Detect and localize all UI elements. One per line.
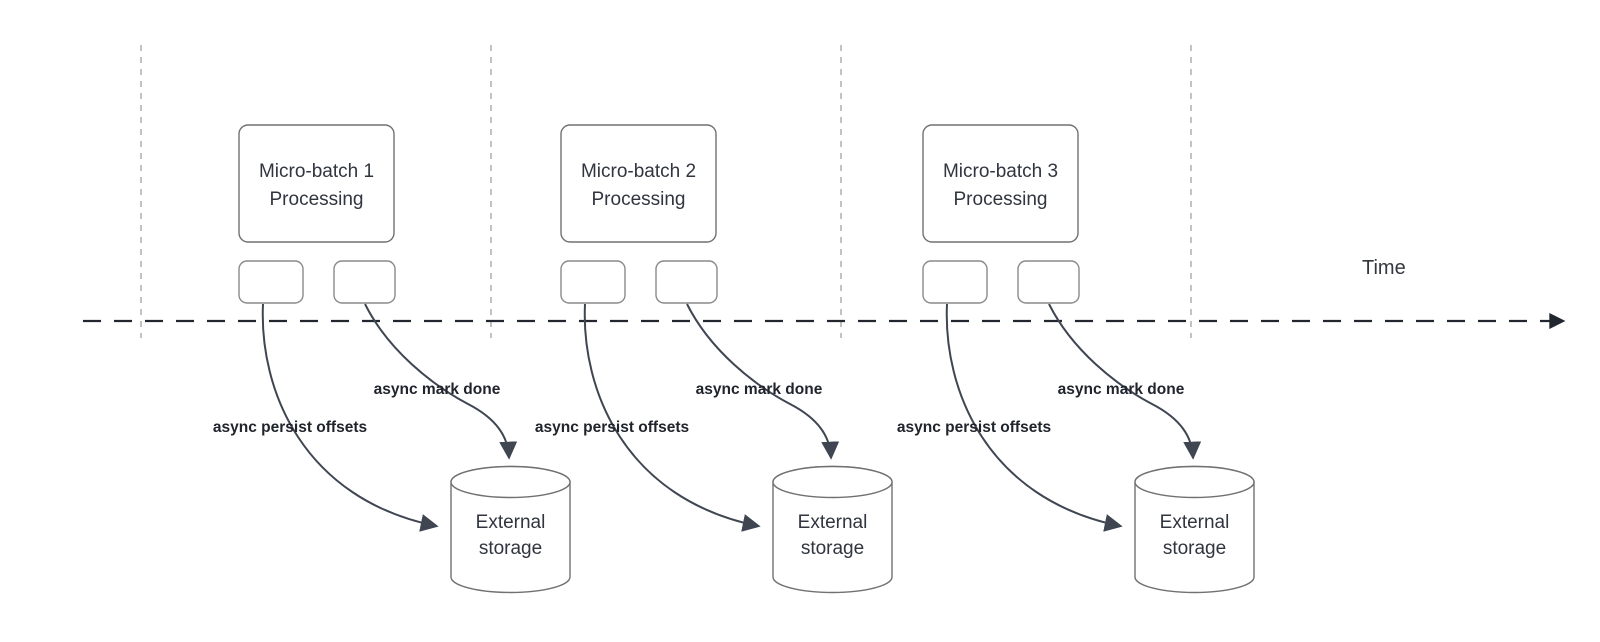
persist-offsets-task-box <box>560 260 626 304</box>
mark-done-label: async mark done <box>374 381 501 398</box>
mark-done-task-box <box>655 260 718 304</box>
mark-done-arrow <box>1048 303 1202 460</box>
micro-batch-box-label-line2: Processing <box>954 189 1048 210</box>
external-storage-cylinder-top <box>1134 465 1255 499</box>
micro-batch-box <box>922 124 1079 243</box>
persist-offsets-label: async persist offsets <box>535 419 689 436</box>
micro-batch-box-label-line1: Micro-batch 1 <box>259 161 374 182</box>
mark-done-arrow <box>364 303 518 460</box>
mark-done-arrow <box>686 303 840 460</box>
mark-done-label: async mark done <box>1058 381 1185 398</box>
micro-batch-box-label-line1: Micro-batch 2 <box>581 161 696 182</box>
external-storage-label-line2: storage <box>1163 538 1226 559</box>
external-storage-label-line1: External <box>1160 512 1230 533</box>
micro-batch-box-label-line2: Processing <box>270 189 364 210</box>
external-storage-cylinder-top <box>772 465 893 499</box>
mark-done-task-box <box>333 260 396 304</box>
micro-batch-column-1: Micro-batch 1 Processing async persist o… <box>213 124 571 594</box>
external-storage-label-line2: storage <box>479 538 542 559</box>
persist-offsets-task-box <box>922 260 988 304</box>
mark-done-label: async mark done <box>696 381 823 398</box>
micro-batch-column-2: Micro-batch 2 Processing async persist o… <box>535 124 893 594</box>
persist-offsets-task-box <box>238 260 304 304</box>
persist-offsets-arrow <box>945 303 1123 532</box>
mark-done-task-box <box>1017 260 1080 304</box>
persist-offsets-label: async persist offsets <box>897 419 1051 436</box>
micro-batch-column-3: Micro-batch 3 Processing async persist o… <box>897 124 1255 594</box>
micro-batch-box-label-line1: Micro-batch 3 <box>943 161 1058 182</box>
time-axis-label: Time <box>1362 257 1406 279</box>
external-storage-label-line1: External <box>798 512 868 533</box>
external-storage-label-line1: External <box>476 512 546 533</box>
persist-offsets-label: async persist offsets <box>213 419 367 436</box>
external-storage-label-line2: storage <box>801 538 864 559</box>
micro-batch-box <box>238 124 395 243</box>
micro-batch-box <box>560 124 717 243</box>
persist-offsets-arrow <box>583 303 761 532</box>
external-storage-cylinder-top <box>450 465 571 499</box>
micro-batch-box-label-line2: Processing <box>592 189 686 210</box>
persist-offsets-arrow <box>261 303 439 532</box>
